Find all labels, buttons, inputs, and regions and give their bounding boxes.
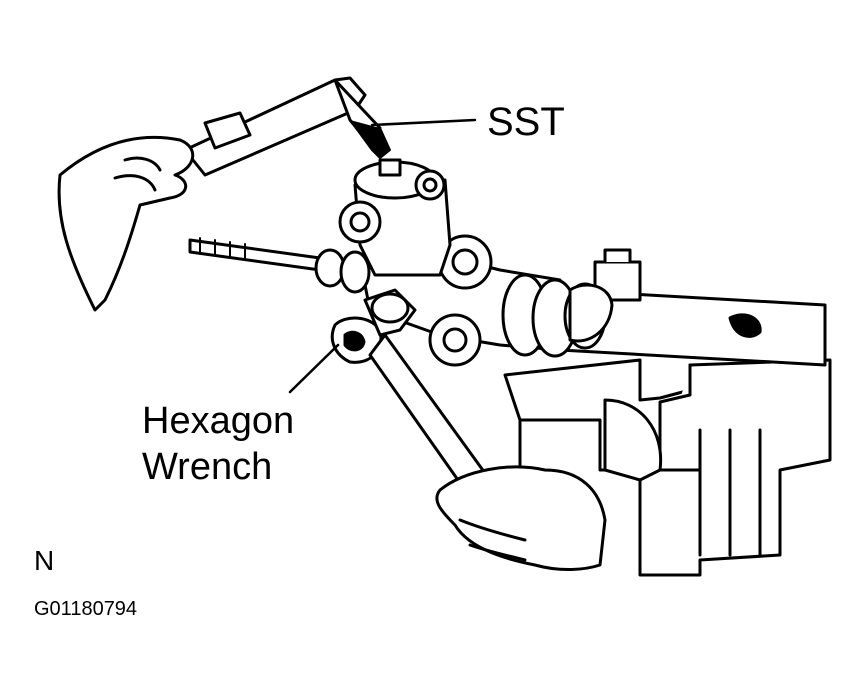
- sst-label: SST: [487, 100, 565, 144]
- rack-shaft: [188, 237, 371, 294]
- hexagon-wrench: [330, 288, 492, 492]
- sst-tool: [183, 76, 391, 177]
- vise-bench: [503, 358, 832, 577]
- figure-code: G01180794: [34, 598, 138, 620]
- lower-hand: [435, 465, 607, 572]
- right-hand: [568, 283, 663, 482]
- upper-hand: [57, 135, 194, 312]
- hexagon-wrench-label-line1: Hexagon: [142, 400, 295, 442]
- orientation-marker: N: [34, 545, 55, 576]
- valve-housing: [338, 158, 452, 277]
- hexagon-wrench-label: Hexagon Wrench: [142, 398, 294, 490]
- hexagon-wrench-label-line2: Wrench: [142, 446, 273, 488]
- leader-lines: [288, 118, 477, 394]
- rack-housing: [558, 248, 827, 367]
